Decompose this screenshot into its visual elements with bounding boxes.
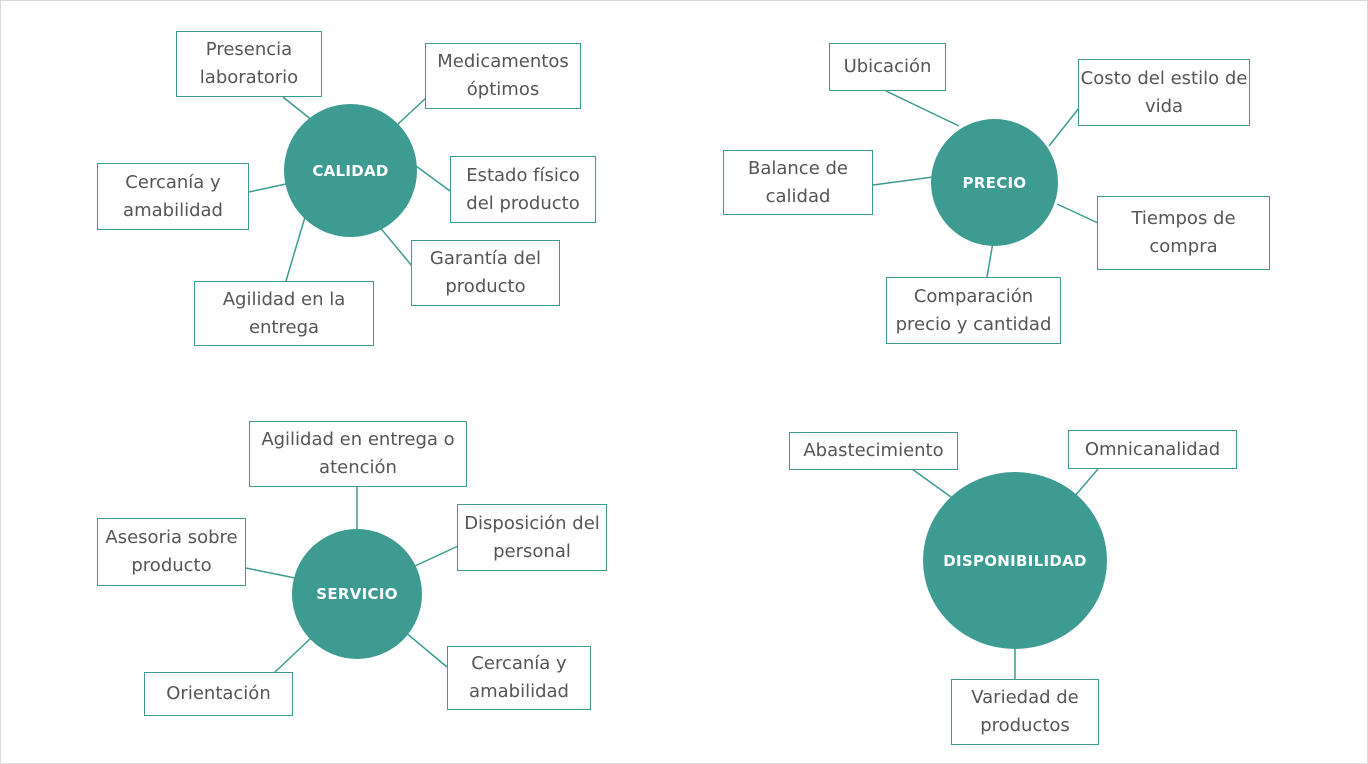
box-servicio-agilidad: Agilidad en entrega o atención (249, 421, 467, 487)
box-servicio-orientacion: Orientación (144, 672, 293, 716)
connector-calidad-presencia (282, 96, 314, 122)
box-calidad-medicamentos-label: Medicamentos óptimos (437, 51, 569, 100)
hub-disponibilidad: DISPONIBILIDAD (923, 472, 1107, 649)
hub-calidad-label: CALIDAD (312, 161, 389, 180)
box-precio-comparacion-label: Comparación precio y cantidad (895, 285, 1052, 335)
box-disponibilidad-omnicanalidad-label: Omnicanalidad (1084, 438, 1221, 460)
box-calidad-presencia-label: Presencia laboratorio (199, 39, 299, 88)
box-calidad-estado: Estado físico del producto (450, 156, 596, 223)
box-precio-balance: Balance de calidad (723, 150, 873, 215)
box-disponibilidad-abastecimiento: Abastecimiento (789, 432, 958, 470)
box-precio-costo-label: Costo del estilo de vida (1080, 67, 1248, 117)
connector-servicio-asesoria (245, 567, 296, 579)
hub-precio: PRECIO (931, 119, 1058, 246)
box-precio-tiempos: Tiempos de compra (1097, 196, 1270, 270)
box-disponibilidad-variedad: Variedad de productos (951, 679, 1099, 745)
box-calidad-cercania: Cercanía y amabilidad (97, 163, 249, 230)
box-precio-tiempos-label: Tiempos de compra (1131, 208, 1236, 257)
box-disponibilidad-abastecimiento-label: Abastecimiento (803, 440, 944, 461)
box-calidad-garantia: Garantía del producto (411, 240, 560, 306)
connector-calidad-garantia (377, 224, 413, 267)
box-calidad-estado-label: Estado físico del producto (466, 164, 580, 214)
box-precio-costo: Costo del estilo de vida (1078, 59, 1250, 126)
hub-servicio: SERVICIO (292, 529, 422, 659)
connector-servicio-cercania (404, 631, 448, 668)
box-calidad-agilidad-label: Agilidad en la entrega (222, 288, 346, 338)
connector-precio-ubicacion (885, 90, 960, 127)
box-calidad-cercania-label: Cercanía y amabilidad (123, 171, 223, 221)
connector-calidad-cercania (248, 183, 287, 193)
box-calidad-presencia: Presencia laboratorio (176, 31, 322, 97)
box-precio-balance-label: Balance de calidad (747, 157, 848, 207)
box-servicio-cercania-label: Cercanía y amabilidad (469, 653, 569, 702)
hub-precio-label: PRECIO (962, 173, 1027, 192)
box-precio-comparacion: Comparación precio y cantidad (886, 277, 1061, 344)
connector-calidad-medicamentos (397, 96, 428, 125)
connector-calidad-estado (415, 165, 451, 192)
connector-servicio-orientacion (274, 637, 312, 673)
connector-disponibilidad-omnicanalidad (1073, 468, 1099, 498)
box-servicio-disposicion-label: Disposición del personal (464, 512, 600, 562)
box-servicio-agilidad-label: Agilidad en entrega o atención (261, 429, 455, 478)
box-precio-ubicacion: Ubicación (829, 43, 946, 91)
box-calidad-agilidad: Agilidad en la entrega (194, 281, 374, 346)
hub-servicio-label: SERVICIO (316, 585, 398, 603)
connector-disponibilidad-abastecimiento (911, 468, 952, 498)
connector-precio-tiempos (1056, 203, 1099, 224)
hub-disponibilidad-label: DISPONIBILIDAD (943, 551, 1087, 570)
box-precio-ubicacion-label: Ubicación (843, 56, 932, 77)
box-servicio-asesoria: Asesoria sobre producto (97, 518, 246, 586)
connector-precio-comparacion (986, 241, 994, 278)
box-servicio-disposicion: Disposición del personal (457, 504, 607, 571)
box-disponibilidad-variedad-label: Variedad de productos (971, 687, 1079, 736)
box-calidad-medicamentos: Medicamentos óptimos (425, 43, 581, 109)
hub-calidad: CALIDAD (284, 104, 417, 237)
connector-calidad-agilidad (285, 216, 306, 282)
box-servicio-orientacion-label: Orientación (166, 683, 271, 704)
box-servicio-asesoria-label: Asesoria sobre producto (105, 527, 238, 576)
connector-precio-balance (872, 176, 934, 186)
connector-servicio-disposicion (414, 545, 459, 567)
box-calidad-garantia-label: Garantía del producto (429, 248, 542, 297)
box-servicio-cercania: Cercanía y amabilidad (447, 646, 591, 710)
connector-precio-costo (1048, 107, 1080, 147)
box-disponibilidad-omnicanalidad: Omnicanalidad (1068, 430, 1237, 469)
